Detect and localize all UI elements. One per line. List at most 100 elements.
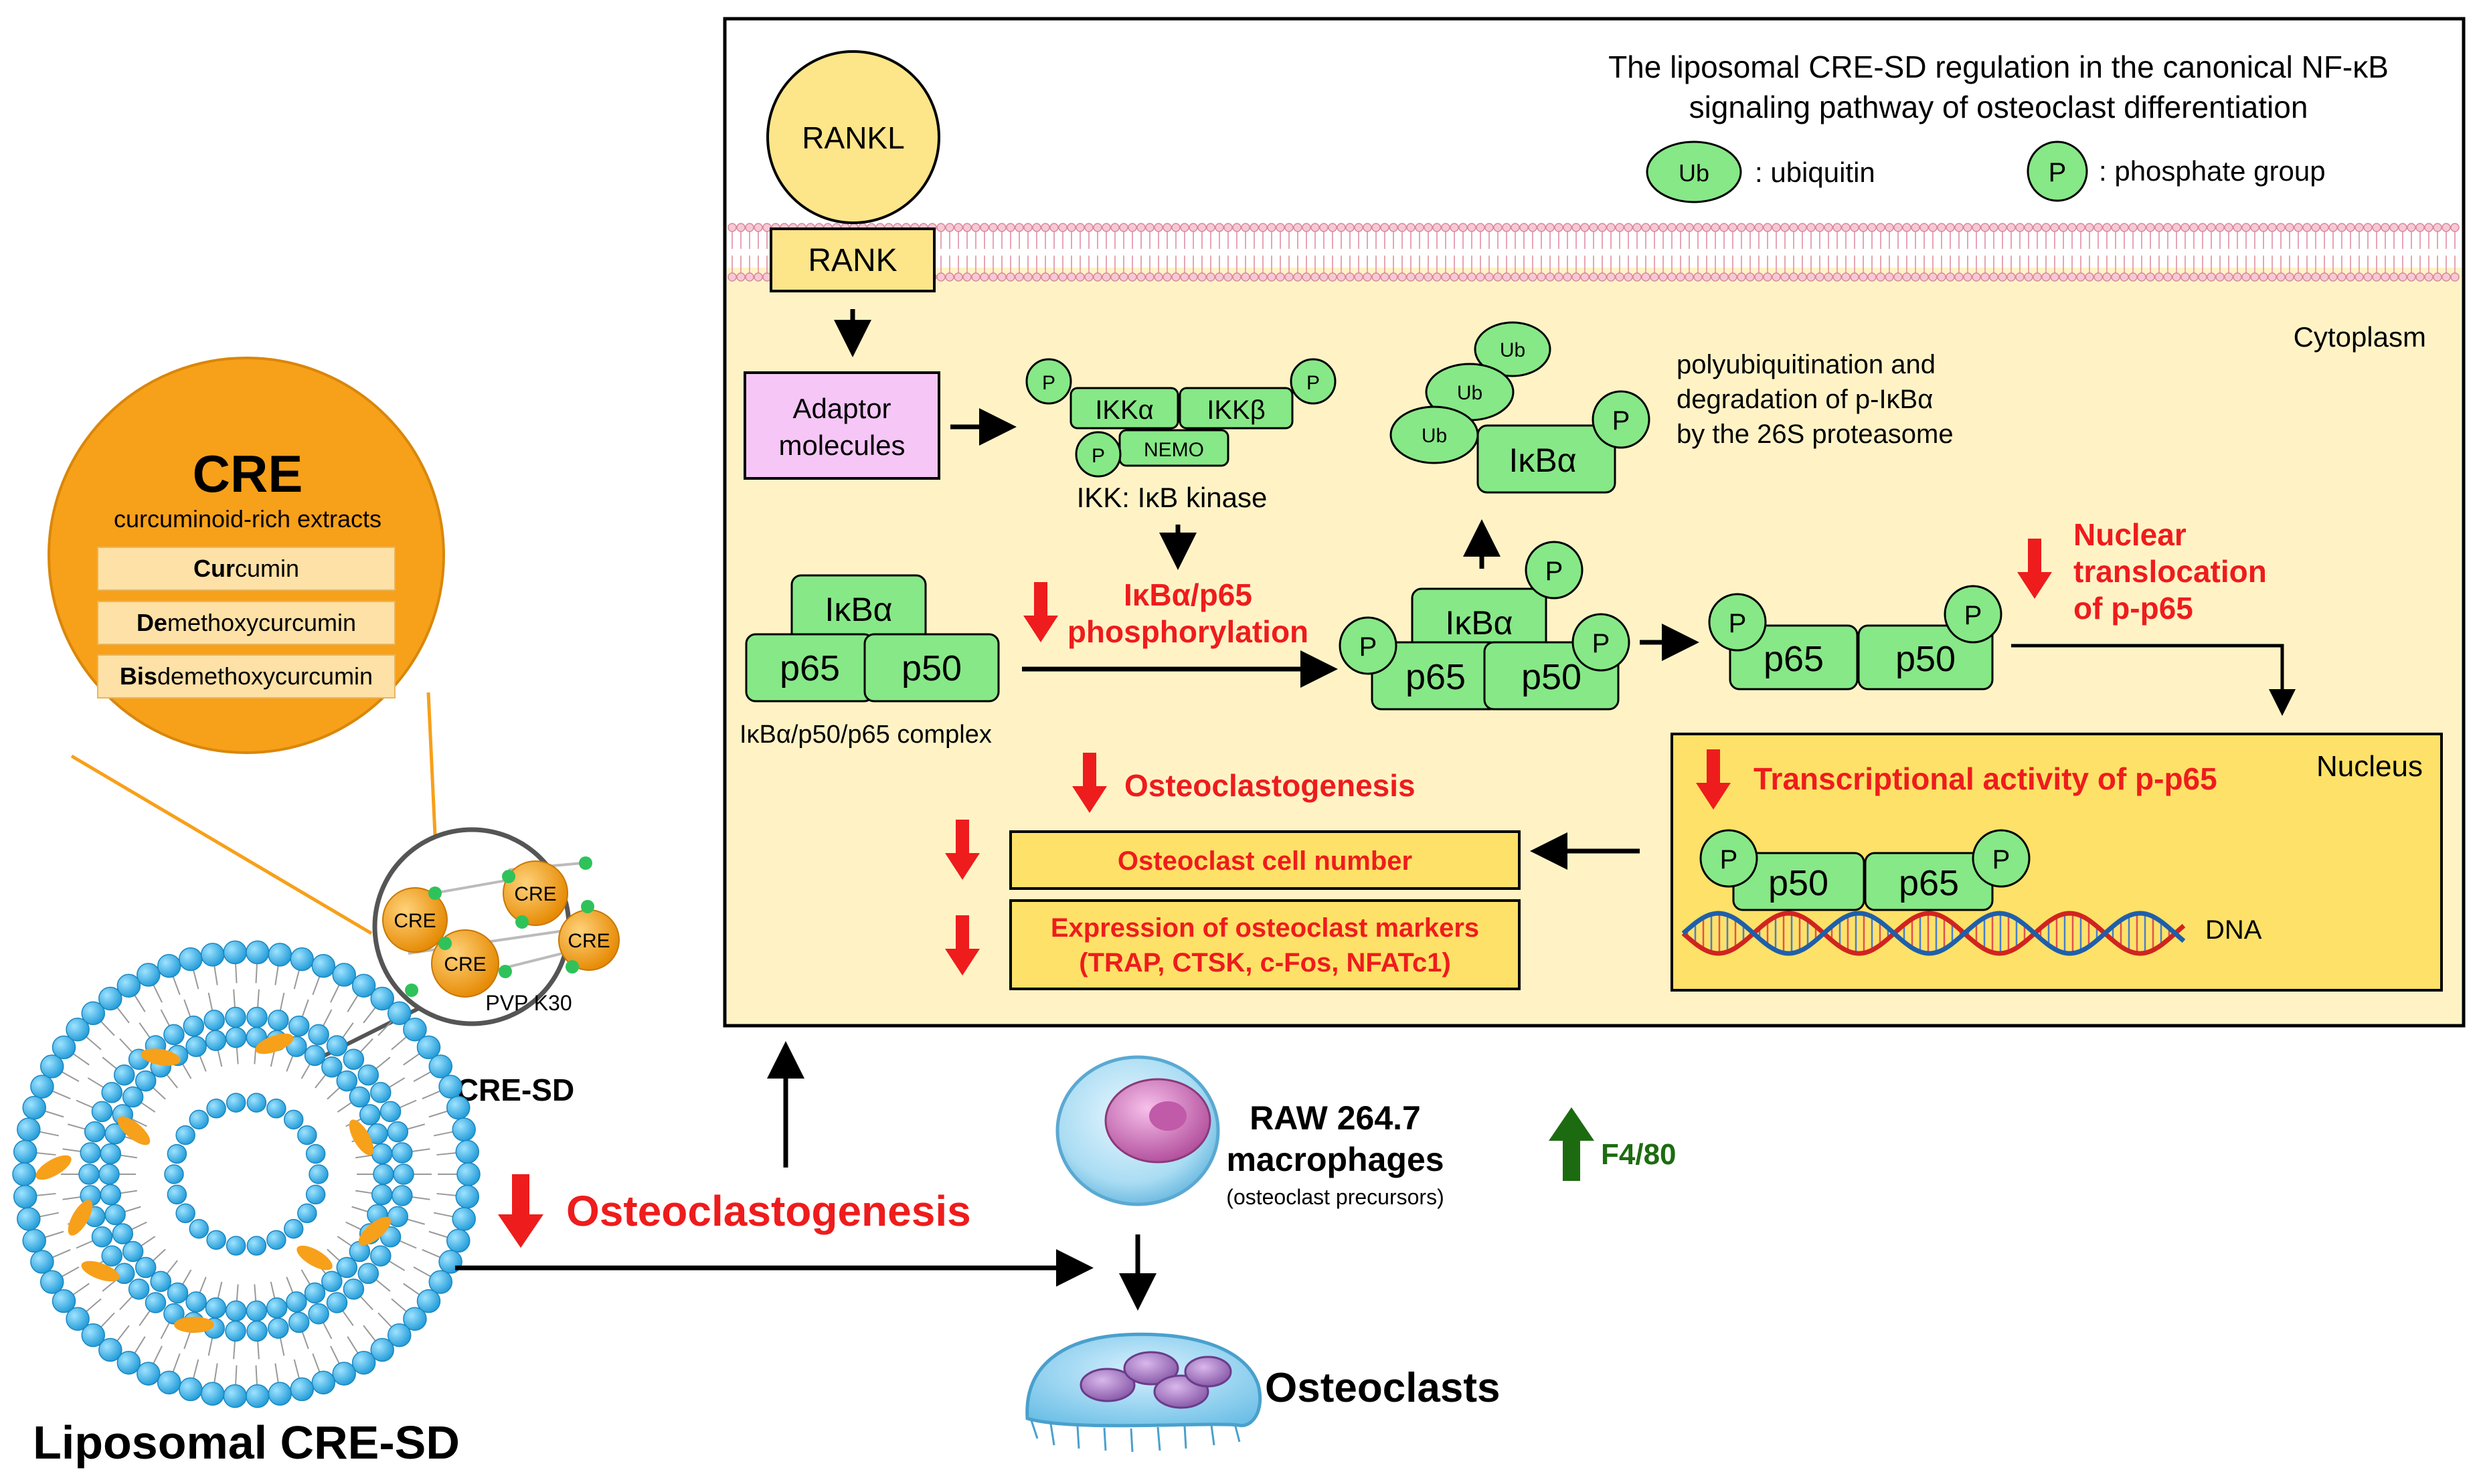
free-p50-phosphate — [1944, 585, 2002, 644]
cre-particle-label: CRE — [568, 930, 610, 952]
pcomplex-p50-phosphate — [1571, 613, 1630, 672]
cre-subtitle: curcuminoid-rich extracts — [114, 505, 381, 533]
cytoplasm-label: Cytoplasm — [2294, 321, 2426, 353]
complex-caption: IκBα/p50/p65 complex — [740, 721, 992, 749]
markers-text-line2: (TRAP, CTSK, c-Fos, NFATc1) — [1079, 948, 1451, 978]
zoom-line-left — [70, 754, 373, 935]
complex-p50-label: p50 — [902, 648, 962, 688]
free-p65 — [1729, 624, 1859, 690]
markers-text-line1: Expression of osteoclast markers — [1051, 913, 1479, 943]
decrease-arrow-transcription — [1696, 749, 1731, 810]
pvp-polymer-dot — [581, 900, 594, 913]
pcomplex-ikba-phosphate-label: P — [1545, 557, 1563, 586]
translocation-effect-line3: of p-p65 — [2073, 591, 2193, 626]
degraded-ikba-label: IκBα — [1509, 442, 1576, 479]
increase-arrow-f480 — [1549, 1107, 1594, 1181]
nuc-p50-label: p50 — [1768, 863, 1828, 903]
pvp-polymer-dot — [579, 856, 592, 870]
encapsulated-cre-sd — [174, 1317, 214, 1333]
rank-receptor — [770, 227, 936, 292]
raw-macrophage-cell — [1055, 1055, 1220, 1206]
nuc-p50-phosphate — [1699, 829, 1758, 888]
legend-ub-text: : ubiquitin — [1755, 157, 1875, 188]
ikk-beta — [1179, 387, 1294, 430]
translocation-effect-line2: translocation — [2073, 554, 2267, 589]
dna-helix — [1681, 911, 2186, 956]
pvp-polymer-dot — [438, 937, 452, 950]
ikk-phosphate-right-label: P — [1306, 372, 1320, 394]
decrease-arrow-osteoclastogenesis — [1072, 753, 1107, 813]
f480-label: F4/80 — [1601, 1138, 1677, 1171]
ub-chain-1 — [1474, 321, 1551, 377]
pvp-polymer-dot — [405, 984, 418, 997]
free-p65-label: p65 — [1764, 639, 1824, 679]
ikk-phosphate-right — [1290, 358, 1337, 405]
diagram-title-line2: signaling pathway of osteoclast differen… — [1689, 90, 2308, 124]
complex-p65-label: p65 — [780, 648, 840, 688]
legend-p-text: : phosphate group — [2099, 155, 2326, 187]
phosphorylation-effect-line2: phosphorylation — [1067, 614, 1308, 649]
phosphorylated-complex: IκBα P p65 p50 P P — [1339, 541, 1630, 711]
pvp-polymer-dot — [515, 915, 529, 929]
ikk-phosphate-left-label: P — [1042, 372, 1055, 394]
osteoclast-cell — [1025, 1332, 1262, 1453]
nuc-p65-phosphate-label: P — [1992, 845, 2011, 874]
rank-label: RANK — [808, 243, 897, 278]
phosphorylated-p65-p50-dimer: p65 p50 P P — [1708, 585, 2002, 690]
cre-particle-label: CRE — [394, 910, 436, 932]
diagram-title-line1: The liposomal CRE-SD regulation in the c… — [1608, 50, 2389, 84]
legend-ub-symbol: Ub — [1679, 159, 1709, 187]
pvp-polymer-dot — [502, 870, 515, 883]
liposome-label: Liposomal CRE-SD — [33, 1416, 460, 1469]
rankl-ligand — [766, 50, 940, 224]
decrease-arrow-phosphorylation — [1023, 582, 1058, 642]
osteoclastogenesis-effect: Osteoclastogenesis — [1124, 768, 1416, 803]
cre-compound-box — [97, 547, 396, 591]
pcomplex-ikba-phosphate — [1525, 541, 1584, 599]
cre-compound-box — [97, 654, 396, 699]
cre-title: CRE — [193, 444, 303, 503]
transcription-effect: Transcriptional activity of p-p65 — [1753, 761, 2217, 796]
ubiquitinated-ikba: Ub Ub Ub IκBα P — [1389, 321, 1650, 494]
adaptor-molecules — [744, 371, 940, 480]
ikba-p50-p65-complex: IκBα p65 p50 — [745, 574, 1000, 703]
ikk-nemo-label: NEMO — [1144, 439, 1204, 461]
adaptor-label-line2: molecules — [778, 430, 905, 461]
rankl-label: RANKL — [802, 120, 904, 155]
ikk-alpha — [1070, 387, 1179, 430]
raw-label-line3: (osteoclast precursors) — [1226, 1185, 1444, 1209]
pcomplex-p65-phosphate-label: P — [1359, 632, 1377, 662]
encapsulated-cre-sd — [349, 1119, 374, 1155]
markers-box — [1009, 899, 1521, 990]
dna-label: DNA — [2205, 915, 2262, 945]
cell-membrane — [728, 223, 2460, 282]
legend-p-shape — [2027, 141, 2088, 202]
legend-ub-shape — [1646, 141, 1742, 203]
cre-compound-name: Bisdemethoxycurcumin — [120, 662, 373, 690]
cre-particle-label: CRE — [514, 883, 556, 905]
legend-p-symbol: P — [2049, 158, 2067, 187]
degradation-text-line3: by the 26S proteasome — [1677, 420, 1954, 449]
pcomplex-p65-phosphate — [1339, 616, 1397, 675]
liposome — [12, 940, 481, 1408]
ub-chain-2-label: Ub — [1457, 382, 1482, 404]
pcomplex-p50-label: p50 — [1521, 657, 1581, 697]
adaptor-label-line1: Adaptor — [792, 393, 891, 424]
arrow-to-nucleus — [2011, 644, 2296, 716]
cre-compound-name: Demethoxycurcumin — [137, 609, 356, 636]
decrease-arrow-main — [498, 1174, 543, 1248]
ikk-phosphate-left — [1025, 358, 1072, 405]
nuc-p65-phosphate — [1972, 829, 2031, 888]
degraded-ikba — [1476, 424, 1616, 494]
cell-number-text: Osteoclast cell number — [1118, 846, 1412, 876]
decrease-arrow-translocation — [2017, 539, 2052, 599]
free-p50-phosphate-label: P — [1964, 601, 1982, 630]
osteoclasts-label: Osteoclasts — [1265, 1365, 1501, 1411]
degradation-text-line1: polyubiquitination and — [1677, 350, 1936, 379]
main-effect-label: Osteoclastogenesis — [566, 1187, 971, 1235]
cre-compound-box — [97, 601, 396, 645]
encapsulated-cre-sd — [35, 1155, 72, 1180]
ikk-phosphate-nemo — [1075, 431, 1122, 478]
